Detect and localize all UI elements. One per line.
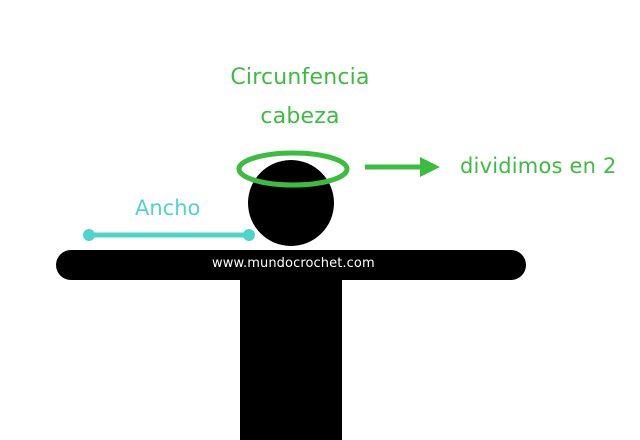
divide-by-two-label: dividimos en 2 — [460, 154, 617, 178]
figure-head — [248, 160, 334, 246]
arrow-right-icon — [365, 157, 440, 177]
head-circumference-label-line1: Circunfencia — [230, 65, 370, 90]
figure-arms-bar — [56, 250, 526, 280]
width-label: Ancho — [135, 196, 201, 220]
watermark-text: www.mundocrochet.com — [212, 256, 375, 271]
head-circumference-label-line2: cabeza — [260, 104, 340, 129]
figure-torso — [240, 270, 342, 440]
width-measure-line-icon — [83, 229, 255, 241]
